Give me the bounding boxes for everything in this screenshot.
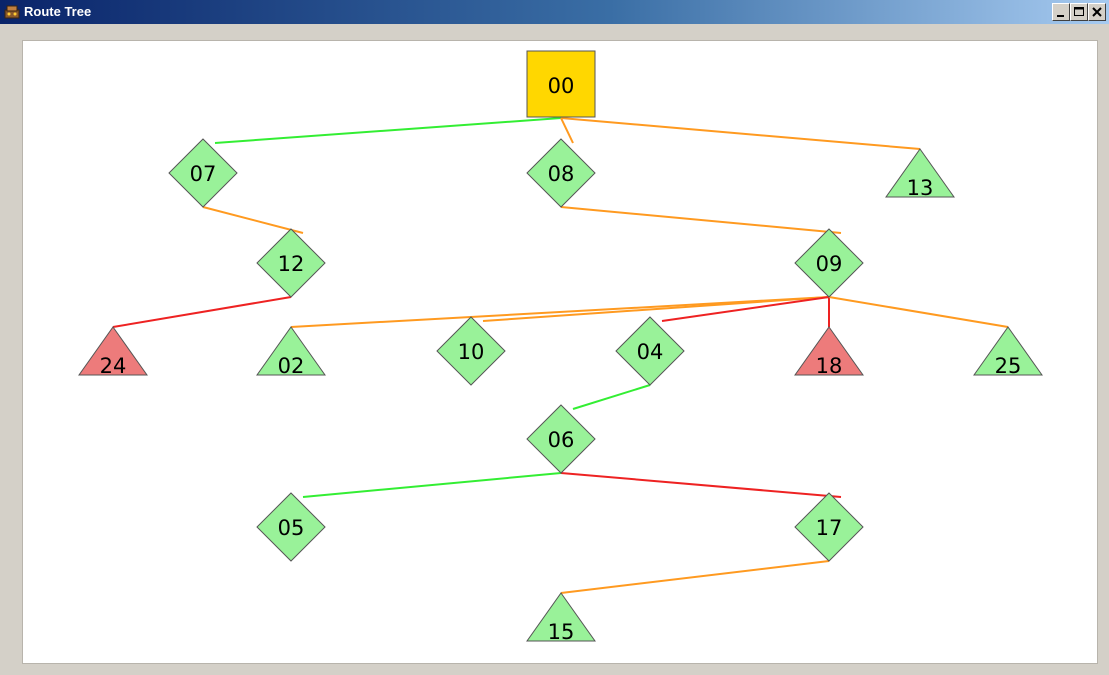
- node-diamond-shape: [526, 138, 596, 208]
- edge-09-10: [482, 296, 830, 322]
- node-04[interactable]: 04: [615, 316, 685, 386]
- node-06[interactable]: 06: [526, 404, 596, 474]
- edge-06-17: [560, 472, 842, 498]
- edge-00-08: [560, 117, 574, 144]
- close-button[interactable]: [1088, 3, 1106, 21]
- edge-12-24: [112, 296, 292, 328]
- node-label: 04: [637, 340, 664, 364]
- close-icon: [1092, 7, 1102, 17]
- node-diamond-shape: [256, 492, 326, 562]
- node-10[interactable]: 10: [436, 316, 506, 386]
- node-diamond-shape: [526, 404, 596, 474]
- node-08[interactable]: 08: [526, 138, 596, 208]
- node-09[interactable]: 09: [794, 228, 864, 298]
- edge-00-07: [214, 117, 562, 144]
- node-00[interactable]: 00: [526, 50, 596, 118]
- node-label: 07: [190, 162, 217, 186]
- edge-06-05: [302, 472, 562, 498]
- maximize-icon: [1074, 7, 1084, 16]
- app-icon: [4, 5, 20, 19]
- window-title: Route Tree: [24, 4, 92, 19]
- node-02[interactable]: 02: [256, 326, 326, 378]
- node-12[interactable]: 12: [256, 228, 326, 298]
- node-label: 15: [548, 620, 575, 644]
- title-bar[interactable]: Route Tree: [0, 0, 1109, 24]
- node-label: 08: [548, 162, 575, 186]
- node-label: 13: [907, 176, 934, 200]
- node-label: 09: [816, 252, 843, 276]
- maximize-button[interactable]: [1070, 3, 1088, 21]
- node-label: 00: [548, 74, 575, 98]
- node-24[interactable]: 24: [78, 326, 148, 378]
- route-tree-graph: 00 07 08 13 12 09 24 02 10 04 18 25 06 05 17 15: [78, 50, 1043, 644]
- node-label: 12: [278, 252, 305, 276]
- node-05[interactable]: 05: [256, 492, 326, 562]
- node-18[interactable]: 18: [794, 326, 864, 378]
- edge-09-02: [290, 296, 830, 328]
- node-label: 25: [995, 354, 1022, 378]
- edge-09-04: [661, 296, 830, 322]
- node-diamond-shape: [168, 138, 238, 208]
- edge-09-25: [828, 296, 1009, 328]
- edge-08-09: [560, 206, 842, 234]
- node-25[interactable]: 25: [973, 326, 1043, 378]
- node-triangle-shape: [885, 148, 955, 198]
- window-controls: [1052, 3, 1106, 21]
- edge-00-13: [560, 117, 921, 150]
- node-label: 02: [278, 354, 305, 378]
- node-diamond-shape: [615, 316, 685, 386]
- minimize-button[interactable]: [1052, 3, 1070, 21]
- edge-17-15: [560, 560, 830, 594]
- node-15[interactable]: 15: [526, 592, 596, 644]
- edge-04-06: [572, 384, 651, 410]
- node-07[interactable]: 07: [168, 138, 238, 208]
- node-label: 05: [278, 516, 305, 540]
- node-label: 18: [816, 354, 843, 378]
- node-triangle-shape: [78, 326, 148, 376]
- node-label: 17: [816, 516, 843, 540]
- node-square-shape: [526, 50, 596, 118]
- edges-layer: [112, 117, 1009, 594]
- edge-07-12: [202, 206, 304, 234]
- node-triangle-shape: [256, 326, 326, 376]
- route-tree-canvas: 00 07 08 13 12 09 24 02 10 04 18 25 06 05 17 15: [22, 40, 1098, 664]
- node-triangle-shape: [526, 592, 596, 642]
- node-17[interactable]: 17: [794, 492, 864, 562]
- node-13[interactable]: 13: [885, 148, 955, 200]
- node-label: 24: [100, 354, 127, 378]
- node-label: 06: [548, 428, 575, 452]
- node-diamond-shape: [794, 492, 864, 562]
- node-diamond-shape: [794, 228, 864, 298]
- minimize-icon: [1057, 15, 1064, 17]
- node-diamond-shape: [436, 316, 506, 386]
- node-triangle-shape: [973, 326, 1043, 376]
- node-triangle-shape: [794, 326, 864, 376]
- node-label: 10: [458, 340, 485, 364]
- nodes-layer: 00 07 08 13 12 09 24 02 10 04 18 25 06 05 17 15: [78, 50, 1043, 644]
- node-diamond-shape: [256, 228, 326, 298]
